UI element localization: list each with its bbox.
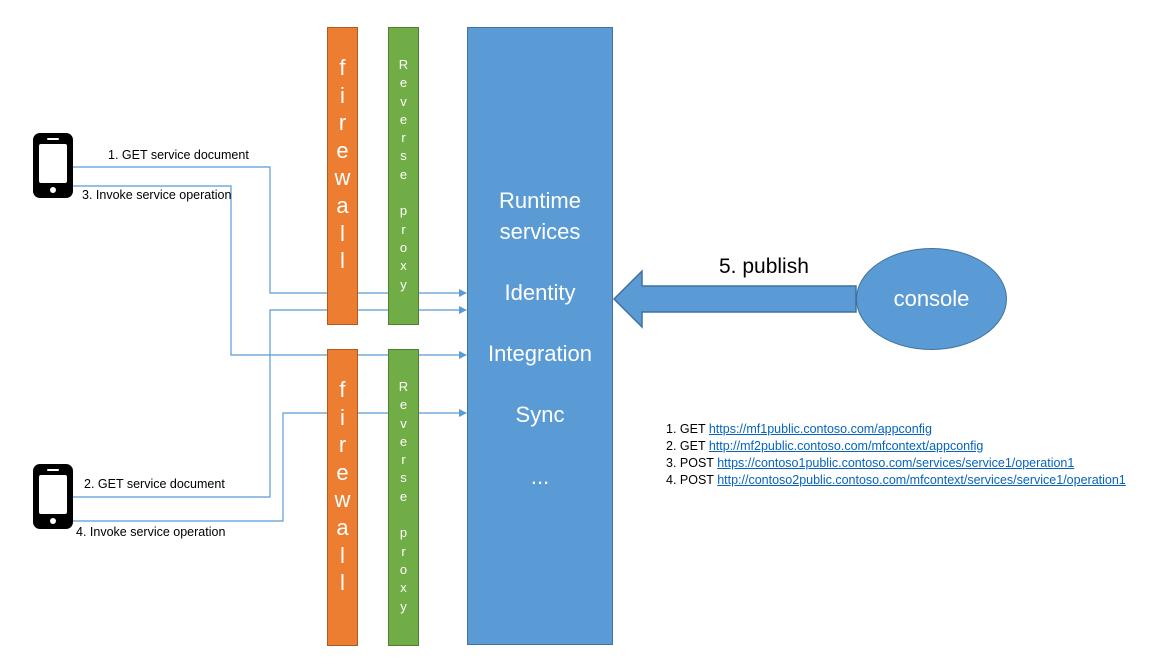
- url-link[interactable]: http://contoso2public.contoso.com/mfcont…: [717, 473, 1126, 487]
- url-method: 3. POST: [666, 456, 714, 470]
- url-row: 1. GET https://mf1public.contoso.com/app…: [666, 421, 1126, 438]
- publish-label: 5. publish: [719, 255, 809, 278]
- url-list: 1. GET https://mf1public.contoso.com/app…: [666, 421, 1126, 489]
- sync-label: Sync: [515, 402, 565, 427]
- console-label: console: [893, 286, 970, 311]
- connector-step2: [73, 306, 467, 498]
- console-node: console: [856, 248, 1007, 350]
- mobile-phone-icon: [33, 133, 73, 198]
- mobile-phone-icon: [33, 464, 73, 529]
- runtime-title-line2: services: [499, 219, 581, 244]
- step1-label: 1. GET service document: [108, 148, 249, 162]
- runtime-services-box: Runtime services Identity Integration Sy…: [467, 27, 613, 645]
- url-row: 2. GET http://mf2public.contoso.com/mfco…: [666, 438, 1126, 455]
- url-row: 4. POST http://contoso2public.contoso.co…: [666, 472, 1126, 489]
- integration-label: Integration: [488, 341, 592, 366]
- step3-label: 3. Invoke service operation: [82, 188, 232, 202]
- connector-step4: [73, 409, 467, 522]
- url-method: 1. GET: [666, 422, 706, 436]
- publish-arrow: [612, 269, 857, 329]
- identity-label: Identity: [504, 280, 576, 305]
- url-link[interactable]: https://contoso1public.contoso.com/servi…: [717, 456, 1075, 470]
- url-method: 4. POST: [666, 473, 714, 487]
- url-link[interactable]: http://mf2public.contoso.com/mfcontext/a…: [708, 439, 984, 453]
- more-services-label: ...: [530, 464, 550, 489]
- step4-label: 4. Invoke service operation: [76, 525, 226, 539]
- url-link[interactable]: https://mf1public.contoso.com/appconfig: [708, 422, 932, 436]
- runtime-title-line1: Runtime: [499, 188, 581, 213]
- step2-label: 2. GET service document: [84, 477, 225, 491]
- connector-step1: [73, 166, 467, 297]
- url-method: 2. GET: [666, 439, 706, 453]
- url-row: 3. POST https://contoso1public.contoso.c…: [666, 455, 1126, 472]
